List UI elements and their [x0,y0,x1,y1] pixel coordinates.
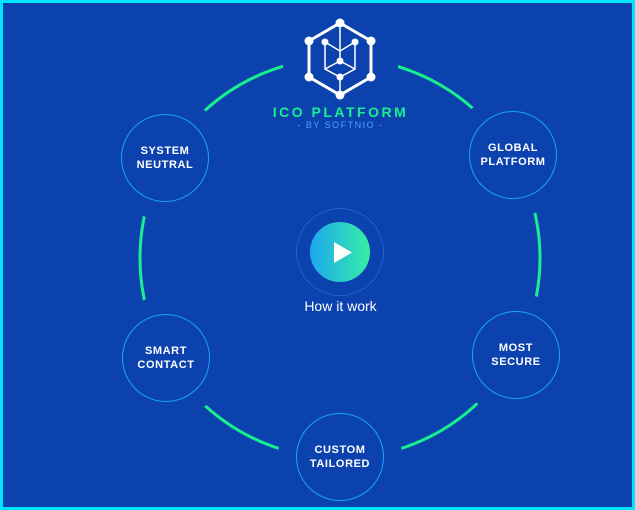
how-it-works-label[interactable]: How it work [304,298,377,314]
logo-icon [304,18,376,100]
node-custom-tailored[interactable]: CUSTOM TAILORED [296,413,384,501]
brand-title: ICO PLATFORM [272,104,409,120]
play-button[interactable] [310,222,370,282]
node-global-platform[interactable]: GLOBAL PLATFORM [469,111,557,199]
play-icon [334,242,352,263]
stage: ICO PLATFORM - BY SOFTNIO - SYSTEM NEUTR… [3,3,632,507]
node-system-neutral[interactable]: SYSTEM NEUTRAL [121,114,209,202]
node-label: SYSTEM NEUTRAL [136,145,194,171]
node-label: MOST SECURE [491,342,541,368]
node-smart-contact[interactable]: SMART CONTACT [122,314,210,402]
node-label: SMART CONTACT [137,345,195,371]
node-label: GLOBAL PLATFORM [480,142,546,168]
node-label: CUSTOM TAILORED [309,444,371,470]
node-most-secure[interactable]: MOST SECURE [472,311,560,399]
brand-subtitle: - BY SOFTNIO - [297,120,384,130]
play-ring [296,208,384,296]
